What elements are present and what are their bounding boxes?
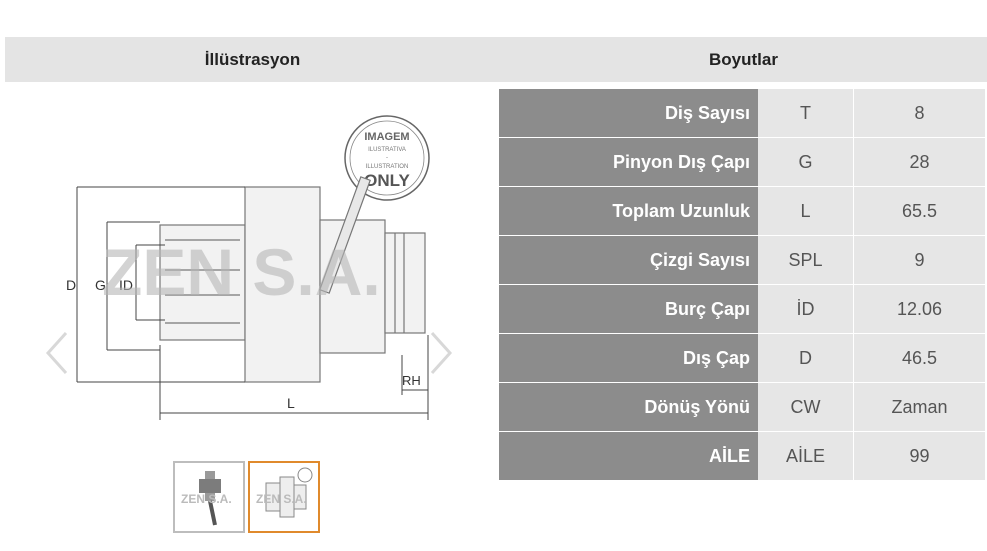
- starter-drive-drawing: IMAGEM ILUSTRATIVA - ILLUSTRATION ONLY: [45, 115, 453, 420]
- table-row: AİLE AİLE 99: [499, 431, 985, 481]
- illustration-heading: İllüstrasyon: [204, 50, 301, 69]
- table-row: Diş Sayısı T 8: [499, 89, 985, 138]
- chevron-left-icon[interactable]: [45, 331, 68, 375]
- svg-text:-: -: [386, 155, 388, 161]
- table-row: Dış Çap D 46.5: [499, 333, 985, 383]
- dimensions-heading: Boyutlar: [709, 50, 778, 69]
- spec-value: 28: [853, 137, 985, 187]
- spec-code: İD: [758, 284, 854, 334]
- svg-text:D: D: [66, 277, 76, 293]
- thumbnail-2-image: ZEN S.A.: [256, 467, 313, 518]
- svg-text:RH: RH: [402, 373, 421, 388]
- table-row: Burç Çapı İD 12.06: [499, 284, 985, 334]
- spec-label: Pinyon Dış Çapı: [499, 137, 758, 187]
- spec-code: AİLE: [758, 431, 854, 481]
- product-illustration: IMAGEM ILUSTRATIVA - ILLUSTRATION ONLY: [40, 95, 470, 430]
- svg-text:L: L: [287, 395, 295, 411]
- spec-label: Toplam Uzunluk: [499, 186, 758, 236]
- svg-text:IMAGEM: IMAGEM: [364, 131, 409, 143]
- spec-label: Dış Çap: [499, 333, 758, 383]
- spec-value: 9: [853, 235, 985, 285]
- spec-label: AİLE: [499, 431, 758, 481]
- spec-code: D: [758, 333, 854, 383]
- spec-code: T: [758, 89, 854, 138]
- chevron-right-icon[interactable]: [430, 331, 453, 375]
- table-row: Dönüş Yönü CW Zaman: [499, 382, 985, 432]
- spec-value: 12.06: [853, 284, 985, 334]
- spec-value: 8: [853, 89, 985, 138]
- table-row: Çizgi Sayısı SPL 9: [499, 235, 985, 285]
- thumbnail-2[interactable]: ZEN S.A.: [248, 461, 320, 533]
- spec-code: CW: [758, 382, 854, 432]
- dimension-lines: [76, 186, 429, 420]
- spec-value: Zaman: [853, 382, 985, 432]
- svg-text:ILUSTRATIVA: ILUSTRATIVA: [368, 147, 406, 153]
- spec-label: Çizgi Sayısı: [499, 235, 758, 285]
- svg-text:ID: ID: [119, 277, 133, 293]
- starter-drive-part: [159, 176, 426, 383]
- spec-label: Dönüş Yönü: [499, 382, 758, 432]
- spec-value: 99: [853, 431, 985, 481]
- illustration-only-stamp: IMAGEM ILUSTRATIVA - ILLUSTRATION ONLY: [344, 115, 430, 201]
- thumbnail-1-image: ZEN S.A.: [181, 471, 232, 526]
- thumbnail-1[interactable]: ZEN S.A.: [173, 461, 245, 533]
- spec-label: Diş Sayısı: [499, 89, 758, 138]
- spec-code: G: [758, 137, 854, 187]
- spec-code: L: [758, 186, 854, 236]
- svg-text:ZEN S.A.: ZEN S.A.: [256, 492, 307, 506]
- spec-label: Burç Çapı: [499, 284, 758, 334]
- svg-text:G: G: [95, 277, 106, 293]
- dimensions-table: Diş Sayısı T 8 Pinyon Dış Çapı G 28 Topl…: [499, 89, 985, 481]
- table-row: Pinyon Dış Çapı G 28: [499, 137, 985, 187]
- spec-value: 65.5: [853, 186, 985, 236]
- svg-text:ONLY: ONLY: [364, 171, 410, 190]
- table-row: Toplam Uzunluk L 65.5: [499, 186, 985, 236]
- svg-text:ZEN S.A.: ZEN S.A.: [181, 492, 232, 506]
- spec-value: 46.5: [853, 333, 985, 383]
- table-header: İllüstrasyon Boyutlar: [5, 37, 987, 82]
- watermark: ZEN S.A.: [102, 235, 381, 309]
- spec-code: SPL: [758, 235, 854, 285]
- svg-text:ILLUSTRATION: ILLUSTRATION: [366, 164, 409, 170]
